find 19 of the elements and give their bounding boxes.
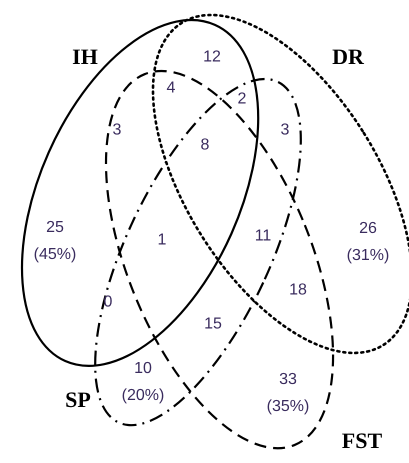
region-count: 2 <box>236 90 248 110</box>
region-count: 8 <box>200 136 210 156</box>
set-label: IH <box>72 46 98 68</box>
region-count: 0 <box>102 292 114 312</box>
set-label: SP <box>65 388 91 411</box>
region-count: 4 <box>166 78 176 98</box>
region-count: 18 <box>288 280 308 300</box>
region-count: 12 <box>202 48 222 68</box>
region-count: 25 (45%) <box>32 218 78 265</box>
region-count: 11 <box>254 226 272 246</box>
region-count: 15 <box>203 314 223 334</box>
set-label: DR <box>332 46 364 68</box>
region-count: 26 (31%) <box>346 219 390 266</box>
set-label: FST <box>342 430 382 452</box>
region-count: 10 (20%) <box>120 359 166 406</box>
region-count: 3 <box>112 120 122 140</box>
region-count: 1 <box>156 230 168 250</box>
region-count: 3 <box>280 120 290 140</box>
region-count: 33 (35%) <box>266 370 310 417</box>
